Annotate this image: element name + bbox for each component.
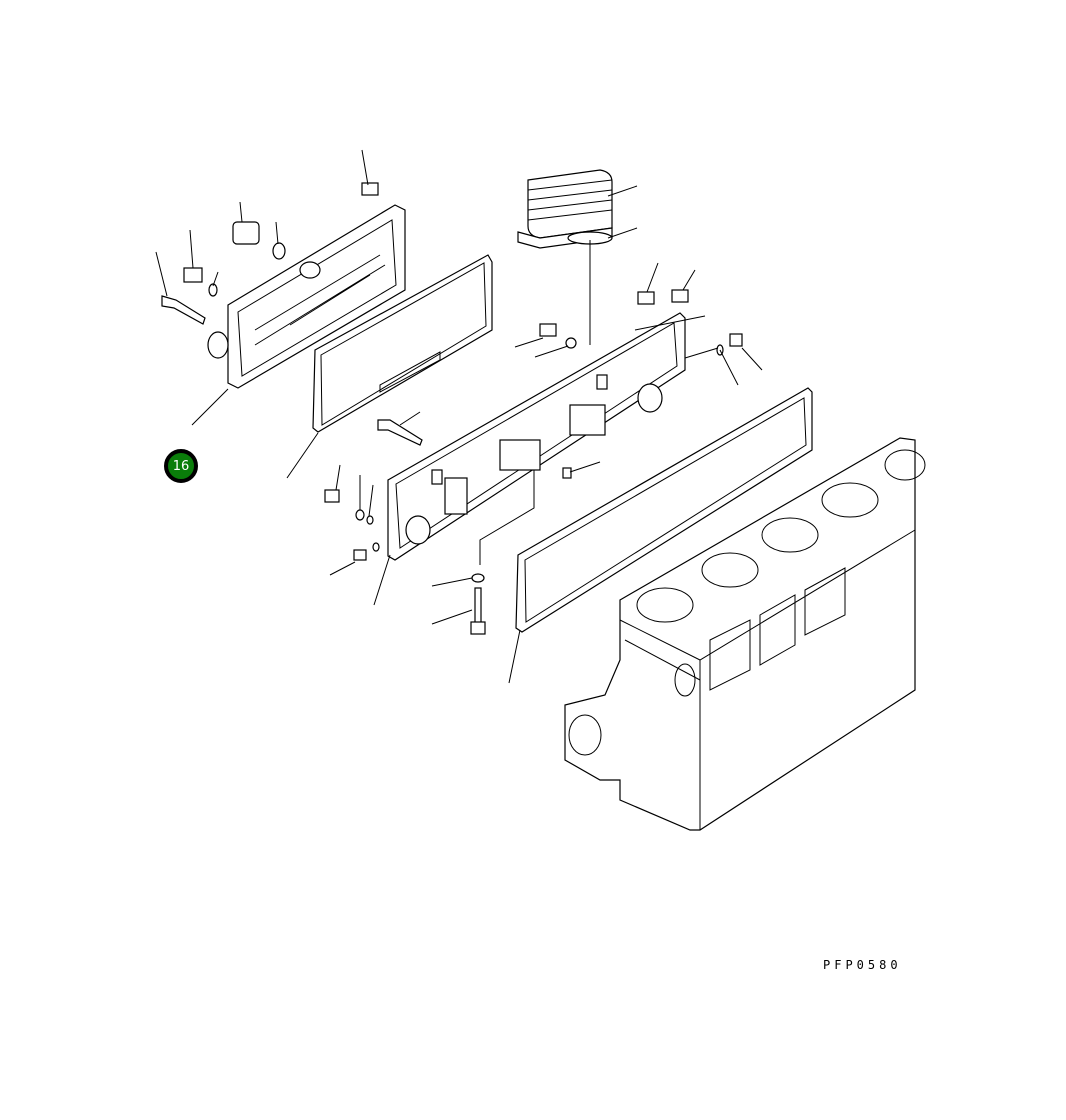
oil-cooler-element [517, 169, 613, 249]
fasteners [161, 182, 743, 635]
callout-badge[interactable]: 16 [164, 449, 198, 483]
cylinder-block [564, 437, 926, 831]
oil-cooler-housing [387, 312, 686, 561]
oil-cooler-cover [207, 204, 406, 389]
leader-lines [155, 149, 763, 684]
housing-gasket [515, 387, 813, 633]
cover-gasket [312, 254, 493, 433]
drawing-code: PFP0580 [823, 958, 902, 972]
